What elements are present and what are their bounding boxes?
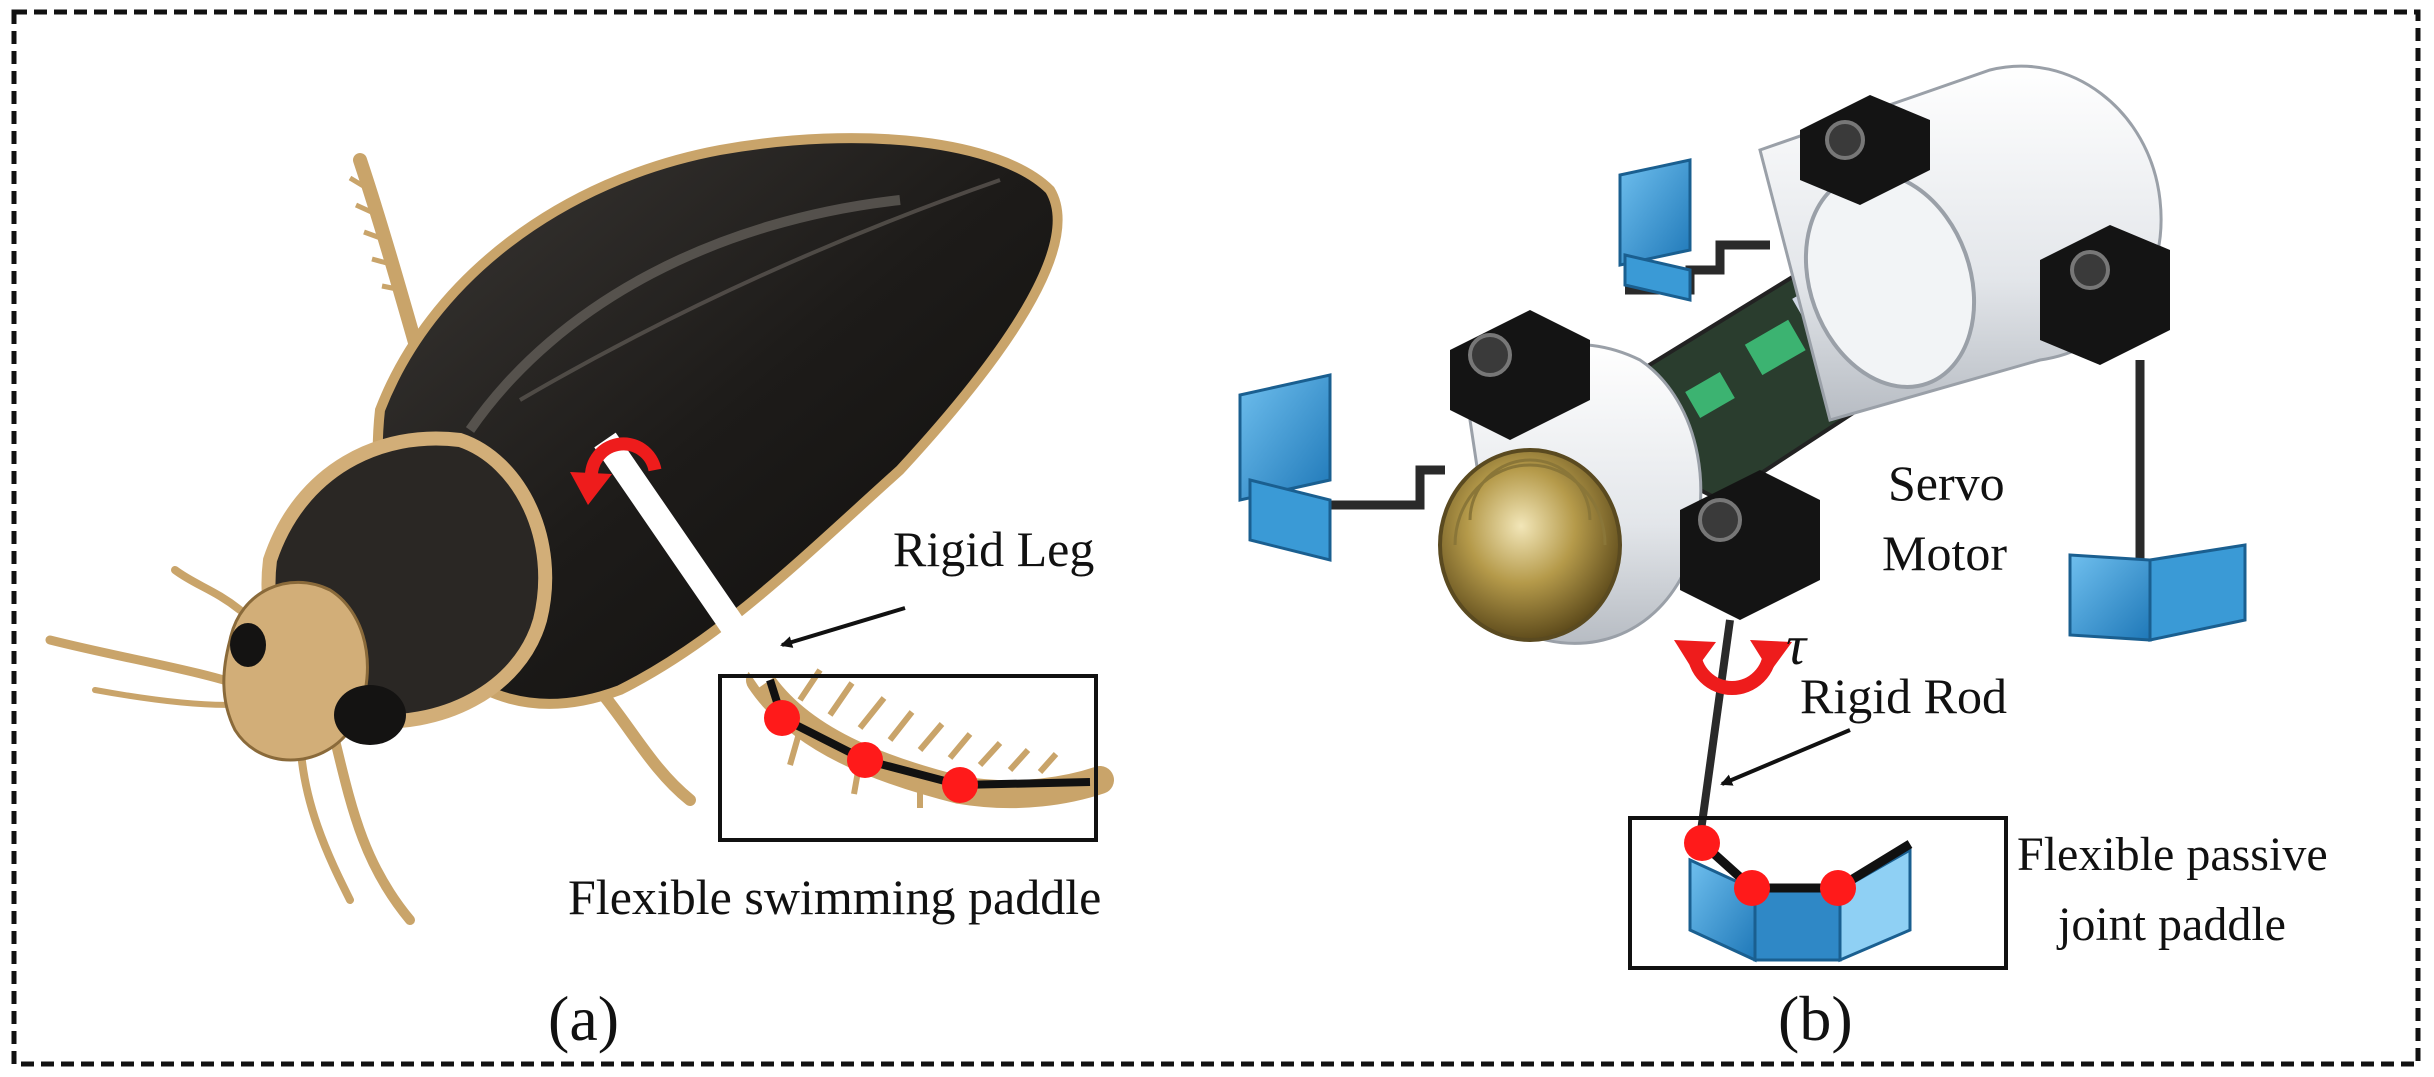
robot-paddle-left: [1238, 373, 1332, 562]
servo-motor-label-line1: Servo: [1888, 455, 2005, 511]
robot-paddle-top-left: [1618, 158, 1692, 302]
paddle-label-b-line2: joint paddle: [2056, 898, 2286, 951]
rigid-leg-arrow: [780, 606, 906, 648]
joint-dot-a-1: [764, 700, 800, 736]
rigid-leg-bar: [594, 432, 781, 688]
beetle-elytra-seam: [518, 178, 1001, 402]
outer-dashed-frame: [11, 9, 2421, 1067]
beetle-front-leg-3: [171, 566, 244, 614]
rigid-leg-label: Rigid Leg: [893, 521, 1094, 577]
panel-label-a: (a): [548, 983, 619, 1054]
beetle-elytra-highlight: [465, 195, 901, 433]
joint-dot-b-1: [1684, 825, 1720, 861]
servo-motor-rear-bottom: [2040, 225, 2170, 365]
panel-label-b: (b): [1778, 983, 1853, 1054]
joint-dot-a-3: [942, 767, 978, 803]
robot-paddle-right: [2068, 543, 2247, 642]
robot-rigid-rod: [1696, 619, 1734, 839]
beetle-illustration: [45, 133, 1114, 925]
beetle-hind-leg-top: [353, 153, 427, 367]
beetle-hind-leg-top-hairs: [348, 175, 403, 293]
joint-dot-a-2: [847, 742, 883, 778]
robot-front-dome: [1438, 448, 1622, 642]
servo-motor-front-bottom: [1680, 470, 1820, 620]
torque-symbol: τ: [1786, 615, 1808, 677]
beetle-eye-left: [230, 623, 266, 667]
beetle-front-leg: [325, 715, 415, 925]
beetle-paddle-hairs: [787, 668, 1059, 808]
paddle-label-b-line1: Flexible passive: [2017, 828, 2328, 881]
robot-pcb-chip-2: [1744, 319, 1806, 376]
beetle-eye: [334, 685, 406, 745]
rotation-arrow-a: [570, 437, 662, 505]
paddle-label-a: Flexible swimming paddle: [568, 869, 1101, 925]
paddle-highlight-box-b: [1628, 816, 2008, 970]
robot-rod-left: [1330, 465, 1445, 510]
joint-dot-b-3: [1820, 870, 1856, 906]
robot-dome-rings: [1453, 458, 1607, 546]
rigid-rod-label: Rigid Rod: [1800, 668, 2007, 724]
robot-illustration: [1238, 64, 2247, 963]
robot-pcb-chip-3: [1685, 372, 1735, 418]
rotation-arrow-b: [1674, 640, 1792, 695]
rigid-rod-arrow: [1720, 728, 1851, 786]
joint-dot-b-2: [1734, 870, 1770, 906]
servo-motor-front-top: [1450, 310, 1590, 440]
servo-motor-rear-top: [1800, 95, 1930, 205]
paddle-highlight-box-a: [718, 674, 1098, 842]
robot-paddle-bottom: [1688, 847, 1912, 963]
servo-motor-label-line2: Motor: [1882, 525, 2007, 581]
